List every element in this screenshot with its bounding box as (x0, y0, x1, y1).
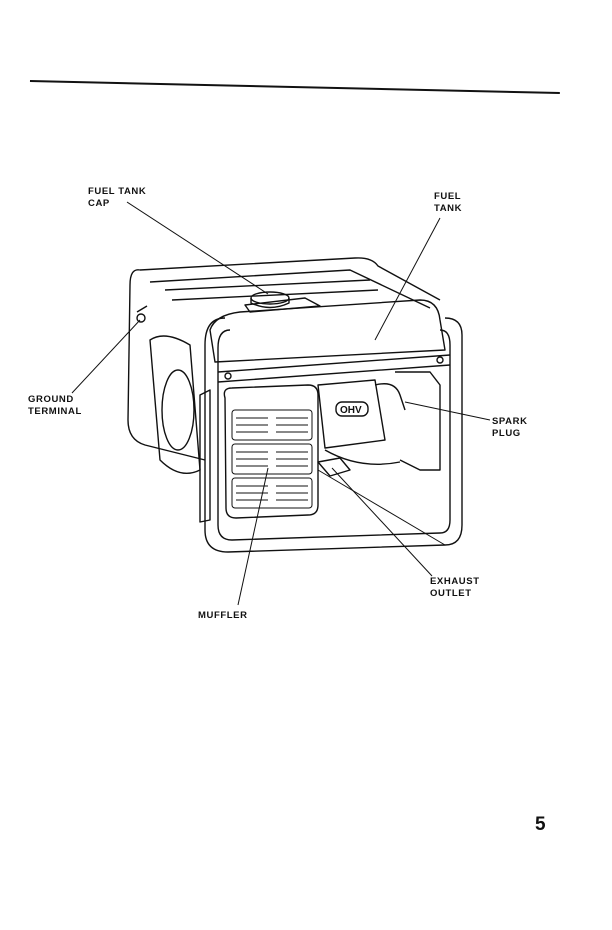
leader-fuel-tank (374, 217, 441, 341)
label-line: OUTLET (430, 588, 472, 599)
ohv-badge: OHV (340, 405, 362, 416)
label-line: TANK (434, 203, 463, 214)
engine-head (317, 379, 386, 449)
label-muffler: MUFFLER (198, 610, 248, 621)
label-exhaust-outlet: EXHAUST OUTLET (430, 576, 480, 600)
muffler (223, 384, 319, 519)
label-line: FUEL (434, 191, 462, 202)
label-spark-plug: SPARK PLUG (492, 416, 528, 440)
label-line: FUEL TANK (88, 186, 147, 197)
label-line: EXHAUST (430, 576, 480, 587)
label-fuel-tank: FUEL TANK (434, 191, 462, 215)
leader-exhaust-outlet (331, 467, 433, 577)
label-line: GROUND (28, 394, 74, 405)
fuel-tank (209, 299, 446, 363)
muffler-louvers (231, 409, 313, 509)
leader-muffler (237, 467, 269, 606)
frame-front (204, 317, 463, 553)
ground-terminal (136, 313, 146, 323)
leader-ground-terminal (71, 319, 141, 394)
leader-fuel-tank-cap (126, 201, 269, 295)
leader-spark-plug (404, 401, 491, 421)
label-line: SPARK (492, 416, 528, 427)
exhaust-outlet (317, 457, 351, 477)
page-number: 5 (535, 814, 546, 835)
label-line: PLUG (492, 428, 521, 439)
label-line: TERMINAL (28, 406, 82, 417)
label-line: CAP (88, 198, 110, 209)
label-fuel-tank-cap: FUEL TANK CAP (88, 186, 146, 210)
frame-back (127, 269, 206, 461)
label-ground-terminal: GROUND TERMINAL (28, 394, 82, 418)
